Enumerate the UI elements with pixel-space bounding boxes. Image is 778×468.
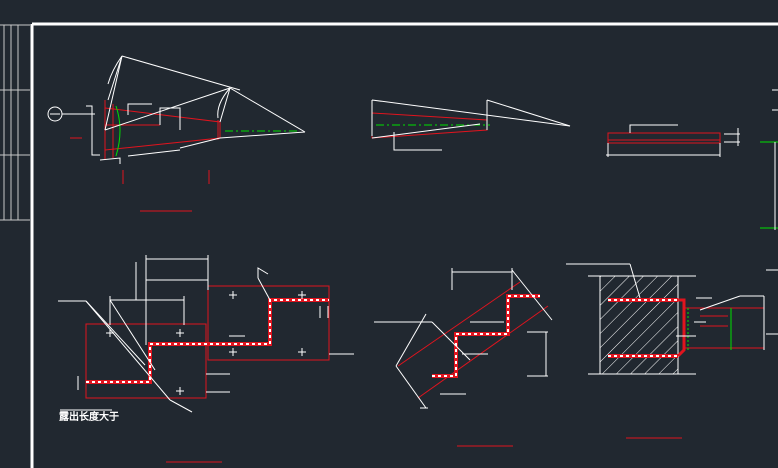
title-block-left (0, 24, 30, 221)
detail-tapered-anchor-1 (47, 55, 306, 212)
detail-wall-connection (566, 263, 778, 439)
detail-plate (606, 89, 778, 230)
detail-tapered-bar (371, 99, 571, 151)
drawing-frame (30, 22, 778, 468)
detail-stepped-joint (58, 255, 354, 463)
note-label: 露出长度大于 (59, 412, 119, 423)
detail-inclined-joint (374, 268, 553, 447)
